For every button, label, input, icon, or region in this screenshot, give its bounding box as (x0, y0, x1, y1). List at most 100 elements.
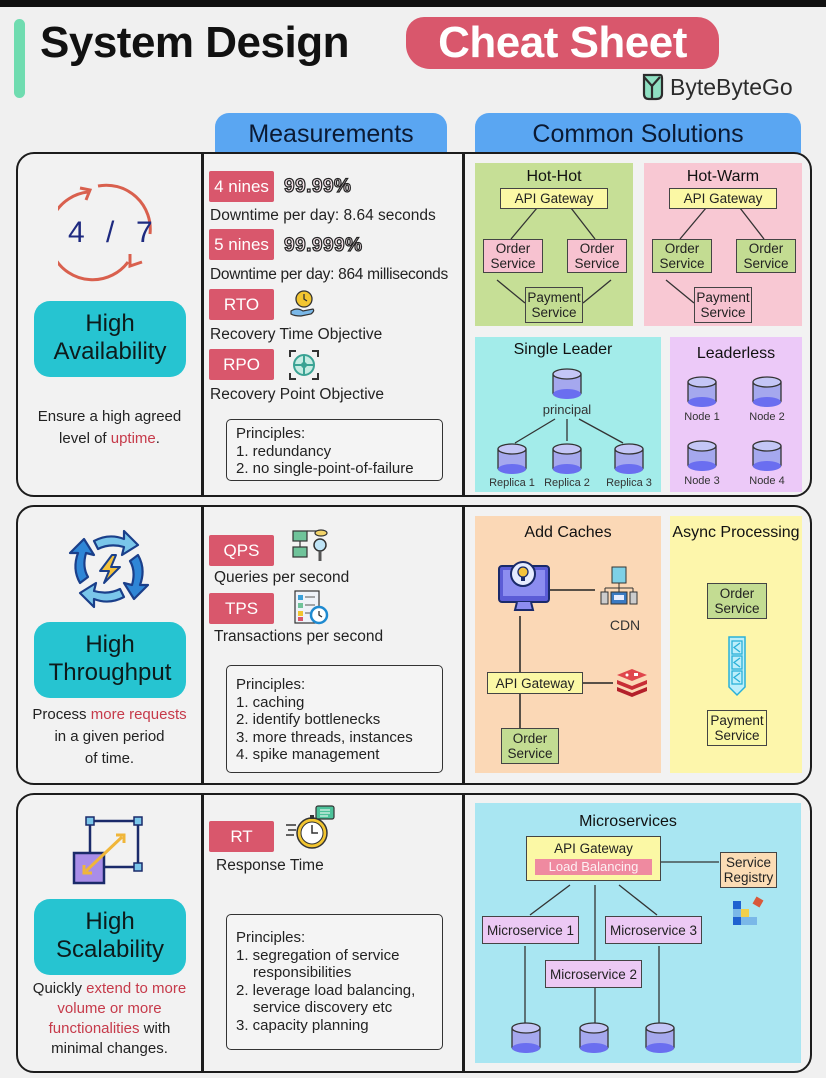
row-high-throughput: High Throughput Process more requests in… (16, 505, 812, 785)
column-divider (201, 154, 204, 495)
monitor-idea-icon (498, 561, 550, 611)
database-icon (511, 1022, 541, 1053)
database-icon (552, 368, 582, 399)
category-cell: High Scalability Quickly extend to more … (18, 795, 201, 1070)
measure-tag: RPO (209, 349, 274, 380)
category-badge: High Availability (34, 301, 186, 377)
description-text: Quickly (32, 980, 87, 997)
measure-value: 99.99% (283, 175, 352, 197)
column-divider (462, 507, 465, 783)
measure-description: Downtime per day: 8.64 seconds (210, 207, 436, 224)
measure-description: Recovery Time Objective (210, 326, 383, 343)
leaderless-panel: Leaderless Node 1 Node 2 Node 3 Node 4 (670, 337, 802, 492)
description-line: Ensure a high agreed (37, 408, 182, 425)
description-text: . (155, 430, 160, 447)
principle-item: 1. redundancy (236, 442, 332, 460)
category-title-line: Scalability (55, 936, 165, 963)
payment-service-box: Payment Service (707, 710, 767, 746)
api-gateway-box: API Gateway (487, 672, 583, 694)
target-crosshair-icon (289, 350, 319, 380)
category-badge: High Throughput (34, 622, 186, 698)
category-description: Process more requests in a given period … (18, 704, 201, 770)
panel-title: Single Leader (513, 341, 613, 358)
principle-item: 2. leverage load balancing, service disc… (236, 981, 416, 1017)
replica-label: Replica 2 (544, 477, 590, 489)
principles-title: Principles: (236, 425, 306, 442)
panel-title: Add Caches (524, 524, 612, 541)
principle-item: 4. spike management (236, 746, 380, 763)
principle-item: 2. identify bottlenecks (236, 711, 381, 728)
single-leader-panel: Single Leader principal Replica 1 Replic… (475, 337, 661, 492)
title-accent-bar (14, 19, 25, 98)
category-title-line: High (85, 310, 135, 337)
description-text: Process (32, 706, 91, 723)
hot-hot-panel: Hot-Hot API Gateway Order Service Order … (475, 163, 633, 326)
replica-label: Replica 3 (606, 477, 652, 489)
column-divider (201, 507, 204, 783)
load-balancing-label: Load Balancing (535, 859, 652, 875)
order-service-box: Order Service (707, 583, 767, 619)
measure-tag: QPS (209, 535, 274, 566)
order-service-box: Order Service (501, 728, 559, 764)
measure-tag: RT (209, 821, 274, 852)
panel-title: Microservices (579, 813, 677, 830)
description-text: level of (59, 430, 111, 447)
measure-description: Queries per second (214, 569, 350, 586)
solutions-cell: Microservices API Gateway Load Balancing… (467, 795, 810, 1071)
svg-text:4: 4 (68, 216, 85, 249)
hot-warm-panel: Hot-Warm API Gateway Order Service Order… (644, 163, 802, 326)
description-highlight: uptime (110, 430, 156, 447)
brand-name: ByteByteGo (670, 73, 793, 100)
measure-tag: TPS (209, 593, 274, 624)
description-line: level of uptime. (18, 428, 201, 450)
database-icon (614, 443, 644, 474)
measure-description: Transactions per second (214, 628, 384, 645)
category-description: Quickly extend to more volume or more fu… (18, 979, 201, 1059)
panel-title: Async Processing (672, 524, 800, 541)
description-line: minimal changes. (51, 1040, 168, 1057)
measure-description: Downtime per day: 864 milliseconds (210, 266, 448, 283)
checklist-clock-icon (294, 590, 329, 625)
principle-item: 1. segregation of service responsibiliti… (236, 946, 400, 982)
database-icon (552, 443, 582, 474)
category-title-line: High (85, 908, 135, 935)
description-text: with (139, 1020, 171, 1037)
page-title: System Design (40, 18, 349, 67)
database-icon (687, 440, 717, 471)
availability-24-7-icon: 4 / 7 (58, 183, 153, 282)
svg-text:/: / (106, 216, 115, 249)
principle-item: 1. caching (236, 693, 305, 711)
description-highlight: more requests (90, 706, 187, 723)
category-cell: High Throughput Process more requests in… (18, 507, 201, 782)
node-label: Node 1 (684, 411, 720, 423)
measurements-cell: QPS Queries per second TPS Transactions … (204, 507, 460, 783)
principle-item: 3. capacity planning (236, 1016, 369, 1034)
refresh-lightning-icon (68, 529, 150, 609)
api-gateway-box: API Gateway (500, 188, 608, 209)
bytebytego-logo-icon (642, 73, 664, 101)
order-service-box: Order Service (736, 239, 796, 273)
description-line: of time. (84, 750, 135, 767)
description-line: in a given period (54, 728, 165, 745)
order-service-box: Order Service (483, 239, 543, 273)
node-label: Node 2 (749, 411, 785, 423)
measure-value: 99.999% (283, 234, 363, 256)
solutions-cell: Add Caches CDN API Gateway (467, 507, 810, 783)
cdn-server-icon (600, 566, 638, 605)
principles-box: Principles: 1. redundancy 2. no single-p… (226, 419, 443, 481)
message-queue-icon (728, 636, 746, 697)
description-line: functionalities with (18, 1019, 201, 1039)
microservice-box: Microservice 2 (545, 960, 642, 988)
brand-logo: ByteByteGo (640, 72, 793, 102)
measure-description: Response Time (216, 857, 324, 874)
measure-tag: 4 nines (209, 171, 274, 202)
description-highlight: extend to more (86, 980, 187, 997)
redis-cache-icon (617, 669, 647, 697)
category-description: Ensure a high agreed level of uptime. (18, 406, 201, 450)
measure-tag: RTO (209, 289, 274, 320)
microservice-box: Microservice 3 (605, 916, 702, 944)
api-gateway-label: API Gateway (554, 841, 633, 856)
column-header-common-solutions: Common Solutions (475, 113, 801, 153)
service-registry-box: Service Registry (720, 852, 777, 888)
clock-hand-icon (290, 290, 315, 317)
